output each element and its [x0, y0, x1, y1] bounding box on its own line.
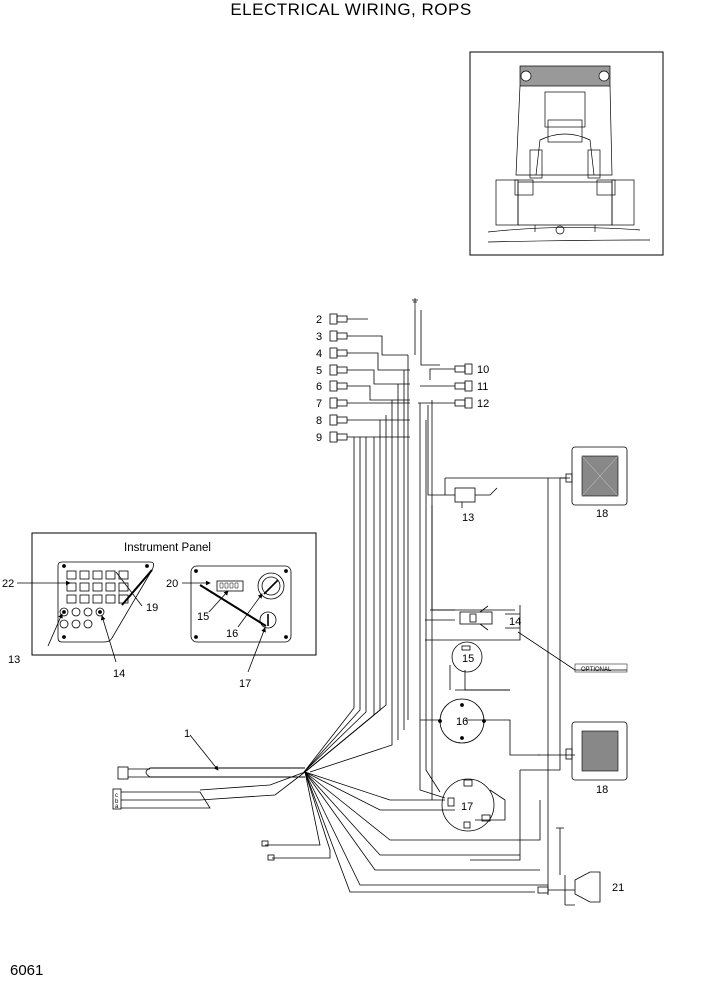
connector-8 [329, 414, 410, 426]
callout-15-gauge: 15 [462, 653, 474, 665]
connector-7 [329, 397, 410, 409]
horn-21 [537, 827, 601, 906]
callout-3: 3 [316, 331, 322, 343]
callout-17-keyswitch: 17 [461, 801, 473, 813]
harness-fan [199, 771, 548, 893]
connector-5 [329, 364, 410, 385]
callout-10: 10 [477, 364, 489, 376]
callout-8: 8 [316, 415, 322, 427]
connector-stack-right [418, 363, 473, 409]
callout-13-switch: 13 [462, 512, 474, 524]
switch-13 [454, 487, 498, 508]
svg-text:b: b [115, 799, 119, 805]
svg-text:a: a [115, 804, 119, 810]
instrument-panel-title: Instrument Panel [124, 542, 211, 554]
connector-4 [329, 347, 410, 371]
key-switch-17 [441, 778, 495, 832]
page-title: ELECTRICAL WIRING, ROPS [230, 0, 472, 19]
callout-11: 11 [477, 381, 488, 393]
right-gauge-panel [190, 565, 292, 643]
callout-19: 19 [146, 602, 158, 614]
gauge-15 [451, 641, 510, 691]
gauge-dial [257, 572, 285, 600]
work-lamp-18-bottom [565, 721, 628, 781]
gauge-16 [438, 698, 486, 744]
main-harness: c b a [112, 734, 305, 861]
callout-14-switch: 14 [509, 616, 521, 628]
callout-1: 1 [184, 728, 190, 740]
instrument-panel-box [17, 532, 317, 673]
indicator-lamp-grid [66, 570, 129, 604]
harness-wires [303, 310, 575, 895]
connector-2 [329, 313, 368, 325]
callout-18-bottom: 18 [596, 784, 608, 796]
callout-20: 20 [166, 578, 178, 590]
connector-12 [418, 397, 473, 409]
connector-3 [329, 330, 408, 356]
callout-16-panel: 16 [226, 628, 238, 640]
connector-6 [329, 380, 410, 401]
connector-stack-left [329, 313, 410, 443]
callout-12: 12 [477, 398, 489, 410]
connector-10 [429, 363, 473, 380]
work-lamp-18-top [560, 446, 628, 506]
callout-21: 21 [612, 882, 624, 894]
callout-15-panel: 15 [197, 611, 209, 623]
switch-buttons [59, 607, 105, 629]
callout-4: 4 [316, 348, 322, 360]
callout-2: 2 [316, 314, 322, 326]
connector-9 [329, 431, 410, 443]
page-number: 6061 [10, 962, 44, 979]
callout-6: 6 [316, 381, 322, 393]
callout-18-top: 18 [596, 508, 608, 520]
left-switch-panel [57, 561, 154, 643]
callout-16-gauge: 16 [456, 716, 468, 728]
loader-illustration [487, 65, 651, 243]
callout-22: 22 [2, 578, 14, 590]
callout-14-panel: 14 [113, 668, 125, 680]
callout-9: 9 [316, 432, 322, 444]
key-switch [259, 611, 277, 629]
svg-text:c: c [115, 793, 118, 799]
machine-inset [469, 51, 664, 256]
callout-optional: OPTIONAL [581, 667, 612, 673]
callout-13-panel: 13 [8, 654, 20, 666]
hour-meter [216, 580, 244, 592]
callout-17-panel: 17 [239, 678, 251, 690]
callout-5: 5 [316, 365, 322, 377]
callout-7: 7 [316, 398, 322, 410]
switch-14 [459, 605, 628, 673]
connector-11 [420, 380, 473, 392]
